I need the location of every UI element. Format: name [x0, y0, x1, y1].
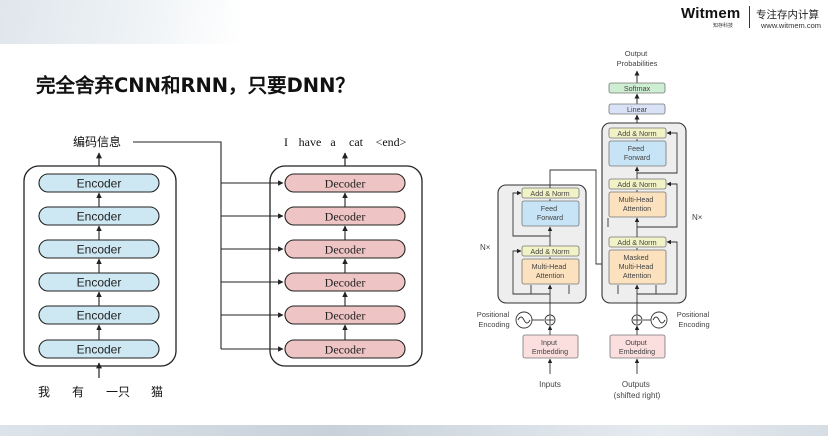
input-token: 有: [72, 385, 84, 399]
decoder-block: Decoder: [284, 305, 406, 340]
encoder-block-label: Encoder: [77, 177, 122, 191]
context-line: [133, 141, 222, 183]
decoder-block-label: Decoder: [325, 177, 366, 191]
header-decoration: [0, 0, 240, 44]
input-embedding-block: Input Embedding: [522, 334, 579, 359]
output-token: I: [284, 135, 288, 149]
svg-text:Positional Encoding: Positional Encoding: [677, 310, 712, 329]
encoder-block: Encoder: [38, 272, 160, 306]
context-arrows: [220, 180, 284, 352]
decoder-block: Decoder: [284, 272, 406, 306]
svg-text:Feed Forward: Feed Forward: [624, 144, 650, 162]
decoder-add-norm-2: Add & Norm: [608, 178, 667, 190]
decoder-add-norm-3: Add & Norm: [608, 236, 667, 248]
encoder-block-label: Encoder: [77, 243, 122, 257]
decoder-block: Decoder: [284, 206, 406, 240]
decoder-add-norm-1: Add & Norm: [608, 127, 667, 139]
input-tokens: 我 有 一只 猫: [38, 385, 163, 399]
decoder-block-label: Decoder: [325, 343, 366, 357]
svg-text:Multi-Head Attention: Multi-Head Attention: [619, 195, 656, 213]
footer-decoration: [0, 425, 828, 436]
encoder-stack: EncoderEncoderEncoderEncoderEncoderEncod…: [23, 165, 177, 367]
svg-text:Input Embedding: Input Embedding: [532, 338, 568, 356]
outputs-label: Outputs (shifted right): [614, 380, 661, 400]
inputs-label: Inputs: [539, 380, 561, 389]
decoder-positional-encoding: Positional Encoding: [631, 310, 712, 329]
svg-text:Add & Norm: Add & Norm: [530, 189, 569, 198]
slide-title: 完全舍弃CNN和RNN，只要DNN？: [36, 74, 355, 97]
linear-block: Linear: [608, 103, 666, 115]
brand-slogan: 专注存内计算: [756, 9, 819, 21]
encoder-block-label: Encoder: [77, 309, 122, 323]
svg-text:Add & Norm: Add & Norm: [617, 180, 656, 189]
svg-text:Output Embedding: Output Embedding: [619, 338, 655, 356]
encoder-block-label: Encoder: [77, 276, 122, 290]
decoder-masked-attention: Masked Multi-Head Attention: [608, 249, 667, 285]
transformer-diagram: Output Probabilities Softmax Linear N× A…: [477, 49, 712, 400]
encoder-add-norm-top: Add & Norm: [521, 187, 580, 199]
encoder-output-label: 编码信息: [73, 134, 121, 149]
linear-label: Linear: [627, 105, 648, 114]
decoder-block: Decoder: [284, 339, 406, 359]
encoder-repeat-label: N×: [480, 243, 491, 252]
decoder-feed-forward: Feed Forward: [608, 140, 667, 167]
witmem-logo: Witmem 知存科技: [681, 6, 740, 32]
decoder-block-label: Decoder: [325, 243, 366, 257]
encoder-multi-head-attention: Multi-Head Attention: [521, 258, 580, 285]
encoder-block-label: Encoder: [77, 210, 122, 224]
decoder-multi-head-attention: Multi-Head Attention: [608, 191, 667, 218]
logo-subtext: 知存科技: [713, 23, 734, 29]
encoder-block: Encoder: [38, 239, 160, 273]
logo-divider: [749, 6, 750, 28]
softmax-block: Softmax: [608, 82, 666, 94]
output-token: <end>: [376, 135, 407, 149]
svg-text:Feed Forward: Feed Forward: [537, 204, 563, 222]
encoder-positional-encoding: Positional Encoding: [477, 310, 556, 329]
decoder-stack: DecoderDecoderDecoderDecoderDecoderDecod…: [269, 165, 423, 367]
encoder-block-label: Encoder: [77, 343, 122, 357]
svg-text:Add & Norm: Add & Norm: [617, 238, 656, 247]
input-token: 一只: [106, 385, 130, 399]
svg-text:Multi-Head Attention: Multi-Head Attention: [532, 262, 569, 280]
decoder-block-label: Decoder: [325, 276, 366, 290]
output-probabilities-label: Output Probabilities: [617, 49, 658, 68]
encoder-block: Encoder: [38, 305, 160, 340]
input-token: 我: [38, 385, 50, 399]
svg-text:Add & Norm: Add & Norm: [530, 247, 569, 256]
encoder-block: Encoder: [38, 206, 160, 240]
decoder-block-label: Decoder: [325, 210, 366, 224]
brand-website: www.witmem.com: [761, 21, 822, 30]
softmax-label: Softmax: [624, 84, 651, 93]
decoder-block-label: Decoder: [325, 309, 366, 323]
encoder-block: Encoder: [38, 339, 160, 359]
output-token: a: [330, 135, 336, 149]
input-token: 猫: [151, 385, 163, 399]
output-token: cat: [349, 135, 364, 149]
encoder-block: Encoder: [38, 173, 160, 207]
svg-text:Positional Encoding: Positional Encoding: [477, 310, 512, 329]
encoder-feed-forward: Feed Forward: [521, 200, 580, 227]
output-token: have: [299, 135, 322, 149]
decoder-repeat-label: N×: [692, 213, 703, 222]
decoder-block: Decoder: [284, 239, 406, 273]
decoder-block: Decoder: [284, 173, 406, 207]
svg-text:Add & Norm: Add & Norm: [617, 129, 656, 138]
encoder-add-norm-bottom: Add & Norm: [521, 245, 580, 257]
output-embedding-block: Output Embedding: [609, 334, 666, 359]
svg-text:Masked Multi-Head: Masked Multi-Head Attention: [619, 253, 656, 280]
logo-text: Witmem: [681, 5, 741, 22]
